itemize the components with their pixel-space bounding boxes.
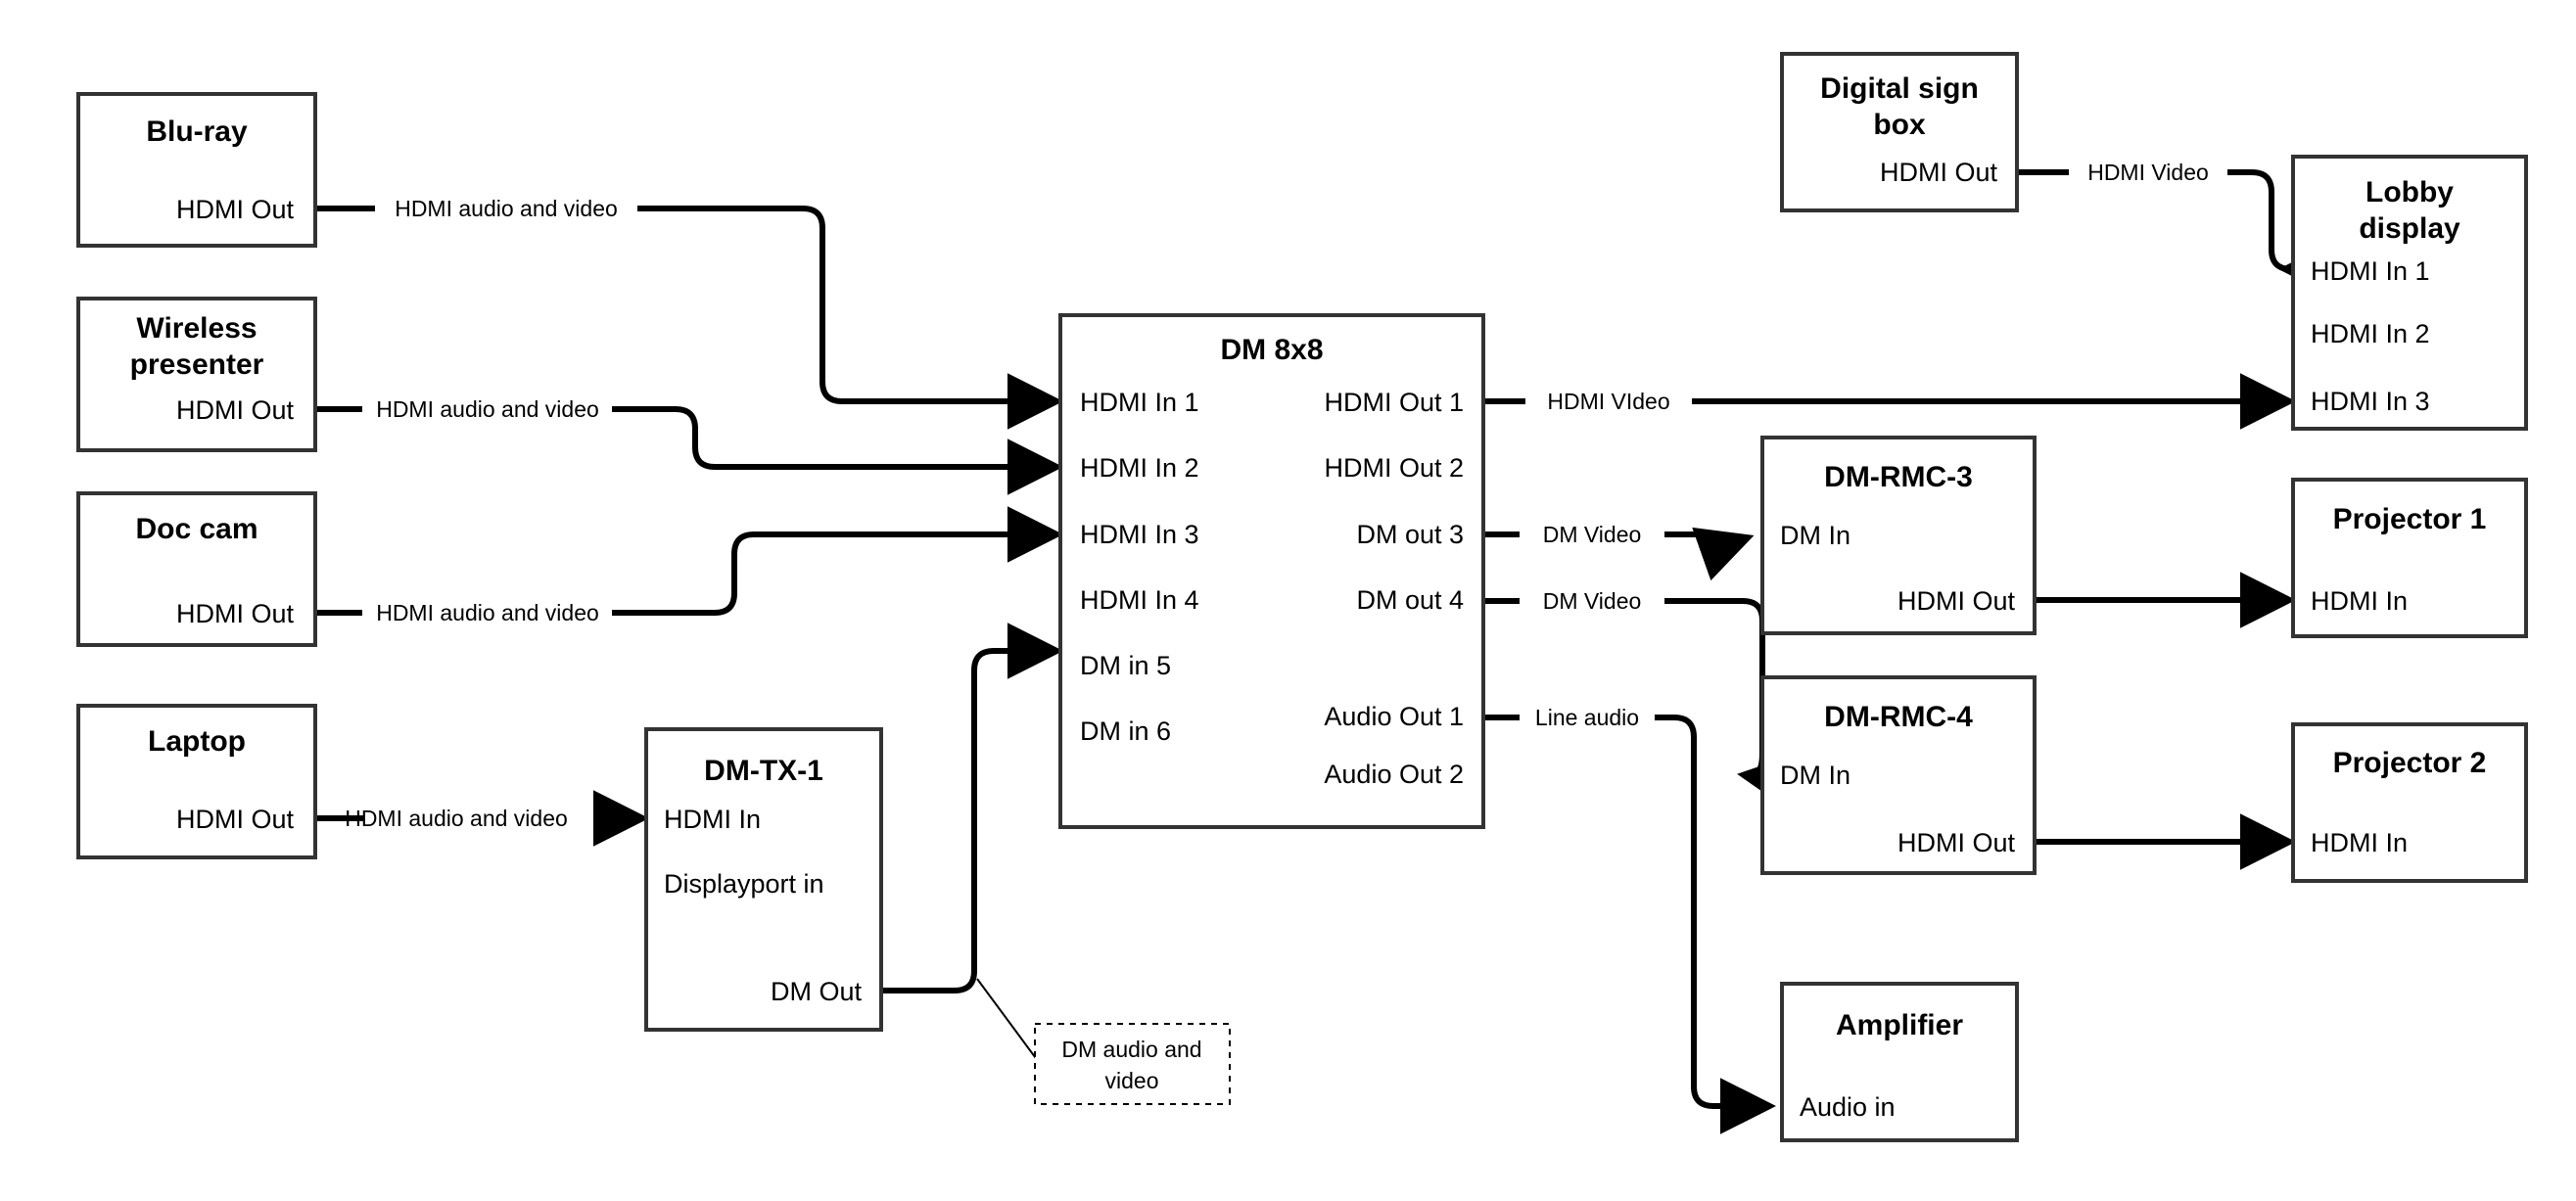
node-projector-2[interactable]: Projector 2 HDMI In xyxy=(2291,722,2528,883)
node-dm-rmc-4-title: DM-RMC-4 xyxy=(1824,701,1973,733)
link-wireless-to-dm8x8 xyxy=(315,406,1054,467)
node-dm-8x8-output-1: HDMI Out 1 xyxy=(1324,388,1464,417)
edge-label-dm-to-rmc4: DM Video xyxy=(1543,588,1642,614)
node-dm-8x8-output-5: Audio Out 1 xyxy=(1324,702,1464,731)
node-dm-rmc-3-port-dm-in: DM In xyxy=(1780,521,1850,550)
node-dm-tx-1-port-displayport-in: Displayport in xyxy=(664,869,824,899)
note-dm-audio-and-video: DM audio and video xyxy=(1034,1023,1231,1105)
node-wireless-presenter-port-hdmi-out: HDMI Out xyxy=(176,395,295,425)
link-dmtx1-to-dm8x8 xyxy=(881,623,1063,993)
node-doc-cam-port-hdmi-out: HDMI Out xyxy=(176,599,295,628)
link-dm8x8-to-amplifier xyxy=(1483,715,1767,1106)
node-lobby-display-input-1: HDMI In 1 xyxy=(2311,256,2430,286)
link-sign-to-lobby xyxy=(2017,169,2291,269)
node-digital-sign-box-title-line2: box xyxy=(1873,109,1926,141)
node-doc-cam[interactable]: Doc cam HDMI Out xyxy=(76,491,317,647)
node-dm-8x8-input-1: HDMI In 1 xyxy=(1080,388,1199,417)
node-digital-sign-box[interactable]: Digital sign box HDMI Out xyxy=(1780,52,2019,212)
node-dm-8x8[interactable]: DM 8x8 HDMI In 1 HDMI In 2 HDMI In 3 HDM… xyxy=(1058,313,1485,829)
link-doccam-to-dm8x8 xyxy=(315,534,1054,616)
node-wireless-presenter-title-line1: Wireless xyxy=(136,312,257,345)
node-dm-rmc-3-title: DM-RMC-3 xyxy=(1824,461,1973,493)
node-dm-8x8-input-2: HDMI In 2 xyxy=(1080,453,1199,483)
node-dm-8x8-output-3: DM out 3 xyxy=(1356,520,1464,549)
node-projector-2-port-hdmi-in: HDMI In xyxy=(2311,828,2408,857)
node-dm-8x8-title: DM 8x8 xyxy=(1220,334,1323,366)
node-dm-8x8-input-5: DM in 5 xyxy=(1080,651,1171,680)
node-dm-8x8-input-6: DM in 6 xyxy=(1080,716,1171,746)
edge-label-dm-to-amp: Line audio xyxy=(1535,705,1639,730)
node-wireless-presenter[interactable]: Wireless presenter HDMI Out xyxy=(76,297,317,452)
node-bluray[interactable]: Blu-ray HDMI Out xyxy=(76,92,317,248)
node-dm-tx-1[interactable]: DM-TX-1 HDMI In Displayport in DM Out xyxy=(644,727,883,1032)
node-dm-8x8-output-6: Audio Out 2 xyxy=(1324,760,1464,789)
edge-label-doccam: HDMI audio and video xyxy=(376,600,599,625)
edge-label-wireless: HDMI audio and video xyxy=(376,396,599,422)
node-doc-cam-title: Doc cam xyxy=(135,513,258,545)
node-dm-8x8-input-4: HDMI In 4 xyxy=(1080,585,1199,615)
node-dm-8x8-input-3: HDMI In 3 xyxy=(1080,520,1199,549)
node-dm-8x8-output-2: HDMI Out 2 xyxy=(1324,453,1464,483)
node-lobby-display[interactable]: Lobby display HDMI In 1 HDMI In 2 HDMI I… xyxy=(2291,155,2528,431)
node-amplifier-port-audio-in: Audio in xyxy=(1800,1092,1896,1122)
node-dm-rmc-4-port-hdmi-out: HDMI Out xyxy=(1897,828,2016,857)
note-dm-audio-and-video-line1: DM audio and xyxy=(1061,1037,1201,1062)
node-digital-sign-box-port-hdmi-out: HDMI Out xyxy=(1880,158,1998,187)
node-dm-tx-1-title: DM-TX-1 xyxy=(704,755,823,787)
node-laptop[interactable]: Laptop HDMI Out xyxy=(76,704,317,859)
edge-label-dm-to-lobby: HDMI VIdeo xyxy=(1547,389,1669,414)
node-dm-rmc-4-port-dm-in: DM In xyxy=(1780,761,1850,790)
node-amplifier-title: Amplifier xyxy=(1836,1009,1963,1041)
node-digital-sign-box-title-line1: Digital sign xyxy=(1820,72,1979,105)
node-lobby-display-input-2: HDMI In 2 xyxy=(2311,319,2430,348)
node-lobby-display-title-line2: display xyxy=(2359,212,2460,245)
link-bluray-to-dm8x8 xyxy=(315,206,1054,401)
edge-label-bluray: HDMI audio and video xyxy=(395,196,618,221)
node-projector-1-port-hdmi-in: HDMI In xyxy=(2311,586,2408,616)
node-wireless-presenter-title-line2: presenter xyxy=(130,348,264,381)
node-dm-rmc-4[interactable]: DM-RMC-4 DM In HDMI Out xyxy=(1760,675,2037,875)
node-laptop-title: Laptop xyxy=(148,725,246,758)
node-dm-tx-1-port-hdmi-in: HDMI In xyxy=(664,805,761,834)
node-dm-rmc-3[interactable]: DM-RMC-3 DM In HDMI Out xyxy=(1760,436,2037,635)
edge-label-laptop: HDMI audio and video xyxy=(345,806,568,831)
node-projector-1-title: Projector 1 xyxy=(2333,503,2487,535)
note-dm-audio-and-video-line2: video xyxy=(1105,1068,1159,1093)
node-projector-2-title: Projector 2 xyxy=(2333,747,2487,779)
node-laptop-port-hdmi-out: HDMI Out xyxy=(176,805,295,834)
node-bluray-title: Blu-ray xyxy=(146,115,248,148)
node-dm-8x8-output-4: DM out 4 xyxy=(1356,585,1464,615)
leader-dm-cable-note xyxy=(976,978,1042,1066)
node-lobby-display-title-line1: Lobby xyxy=(2365,176,2454,208)
node-amplifier[interactable]: Amplifier Audio in xyxy=(1780,982,2019,1142)
link-dm8x8-to-dmrmc4 xyxy=(1483,598,1762,776)
edge-label-sign-to-lobby: HDMI Video xyxy=(2087,160,2209,185)
node-dm-rmc-3-port-hdmi-out: HDMI Out xyxy=(1897,586,2016,616)
node-bluray-port-hdmi-out: HDMI Out xyxy=(176,195,295,224)
node-projector-1[interactable]: Projector 1 HDMI In xyxy=(2291,478,2528,638)
node-dm-tx-1-port-dm-out: DM Out xyxy=(771,977,863,1006)
link-dm8x8-to-dmrmc3 xyxy=(1483,534,1746,544)
node-lobby-display-input-3: HDMI In 3 xyxy=(2311,387,2430,416)
edge-label-dm-to-rmc3: DM Video xyxy=(1543,522,1642,547)
